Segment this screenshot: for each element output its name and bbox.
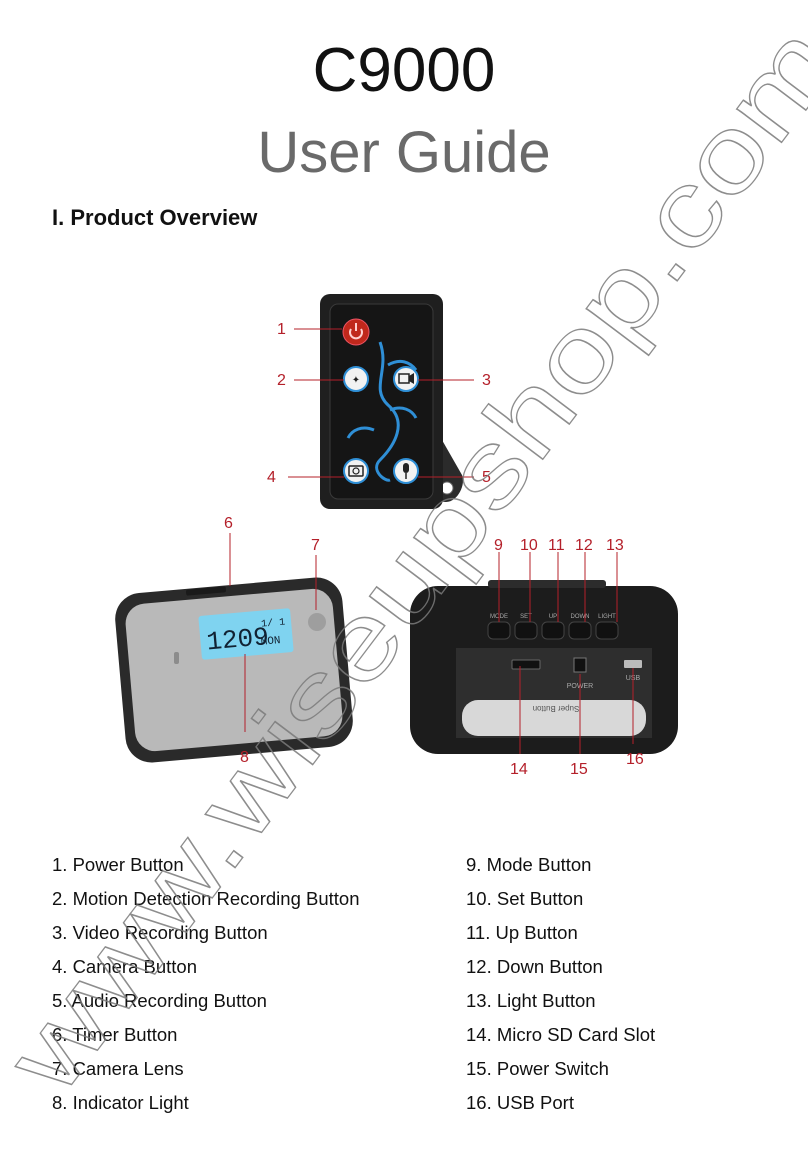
camera-lens (308, 613, 326, 631)
remote-camera-button[interactable] (343, 458, 369, 484)
document-subtitle: User Guide (257, 120, 551, 185)
list-item: 14. Micro SD Card Slot (466, 1024, 656, 1045)
remote-face (329, 303, 434, 500)
list-item: 12. Down Button (466, 956, 603, 977)
up-button[interactable] (541, 621, 565, 640)
callout-12: 12 (575, 537, 593, 554)
callout-15: 15 (570, 761, 588, 778)
callout-1: 1 (277, 321, 286, 338)
micro-sd-slot[interactable] (511, 659, 541, 670)
lcd-date: 1/ 1 (261, 617, 286, 631)
power-icon (349, 323, 363, 340)
section-heading: I. Product Overview (52, 205, 258, 230)
product-overview-figure: ✦ 1 2 3 4 5 1209 1/ 1 MON (115, 294, 678, 778)
parts-list-right: 9. Mode Button 10. Set Button 11. Up But… (466, 852, 655, 1124)
list-item: 2. Motion Detection Recording Button (52, 888, 360, 909)
down-button[interactable] (568, 621, 592, 640)
clock-front-panel (125, 588, 343, 752)
list-item: 4. Camera Button (52, 956, 197, 977)
clock-back: Super Button POWER USB MODE SET UP DOWN … (410, 580, 678, 754)
list-item: 3. Video Recording Button (52, 922, 268, 943)
callout-3: 3 (482, 372, 491, 389)
remote-control: ✦ (320, 294, 464, 509)
list-item: 1. Power Button (52, 854, 184, 875)
power-switch[interactable] (573, 657, 587, 673)
remote-callouts: 1 2 3 4 5 (267, 321, 491, 486)
remote-motion-button[interactable] (343, 366, 369, 392)
callout-4: 4 (267, 469, 276, 486)
callout-7: 7 (311, 537, 320, 554)
document-title: C9000 (312, 36, 496, 105)
light-button[interactable] (595, 621, 619, 640)
callout-2: 2 (277, 372, 286, 389)
callout-14: 14 (510, 761, 528, 778)
timer-button[interactable] (185, 586, 227, 596)
usb-port[interactable] (624, 660, 642, 668)
microphone-icon (403, 463, 409, 473)
up-button-label: UP (549, 614, 557, 620)
list-item: 8. Indicator Light (52, 1092, 189, 1113)
battery-label: Super Button (533, 704, 580, 713)
list-item: 9. Mode Button (466, 854, 592, 875)
list-item: 10. Set Button (466, 888, 584, 909)
front-callouts: 6 7 8 (224, 515, 320, 766)
list-item: 13. Light Button (466, 990, 596, 1011)
callout-8: 8 (240, 749, 249, 766)
floral-decoration (375, 341, 400, 482)
set-button[interactable] (514, 621, 538, 640)
battery (462, 700, 646, 736)
list-item: 7. Camera Lens (52, 1058, 184, 1079)
back-callouts: 9 10 11 12 13 14 15 16 (494, 537, 644, 778)
callout-16: 16 (626, 751, 644, 768)
callout-10: 10 (520, 537, 538, 554)
callout-6: 6 (224, 515, 233, 532)
lcd-display (198, 608, 294, 660)
indicator-light (174, 652, 179, 664)
list-item: 15. Power Switch (466, 1058, 609, 1079)
callout-5: 5 (482, 469, 491, 486)
callout-13: 13 (606, 537, 624, 554)
callout-11: 11 (548, 537, 565, 554)
list-item: 5. Audio Recording Button (52, 990, 267, 1011)
list-item: 16. USB Port (466, 1092, 574, 1113)
clock-front: 1209 1/ 1 MON (115, 577, 353, 763)
list-item: 6. Timer Button (52, 1024, 178, 1045)
mode-button[interactable] (487, 621, 511, 640)
motion-icon: ✦ (352, 375, 360, 386)
parts-list-left: 1. Power Button 2. Motion Detection Reco… (52, 852, 359, 1124)
remote-power-button[interactable] (342, 318, 370, 346)
remote-video-button[interactable] (393, 366, 419, 392)
back-button-row: MODE SET UP DOWN LIGHT (487, 614, 619, 640)
callout-9: 9 (494, 537, 503, 554)
lcd-time: 1209 (205, 622, 270, 657)
list-item: 11. Up Button (466, 922, 578, 943)
lcd-day: MON (260, 635, 281, 649)
camera-icon (348, 465, 364, 477)
light-button-label: LIGHT (598, 614, 616, 620)
down-button-label: DOWN (571, 614, 590, 620)
set-button-label: SET (520, 614, 532, 620)
